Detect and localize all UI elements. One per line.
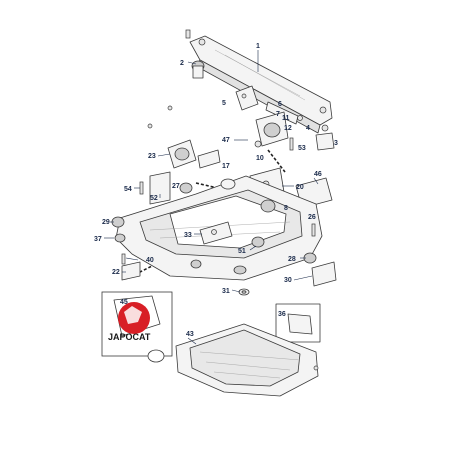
part-bushing-51[interactable] <box>251 236 265 248</box>
part-upper-bushing[interactable] <box>191 60 205 79</box>
part-left-mount-23[interactable] <box>147 105 197 169</box>
part-bolt-54[interactable] <box>139 181 144 195</box>
callout-4: 4 <box>306 125 310 132</box>
callout-23: 23 <box>148 153 156 160</box>
callout-51: 51 <box>238 248 246 255</box>
part-left-bushing-57[interactable] <box>114 233 126 243</box>
part-link-17[interactable] <box>197 149 221 169</box>
callout-29: 29 <box>102 219 110 226</box>
callout-45: 45 <box>120 299 128 306</box>
callout-11: 11 <box>282 115 290 122</box>
part-inset-bracket-36[interactable] <box>275 303 321 343</box>
callout-53: 53 <box>298 145 306 152</box>
part-bushing-8[interactable] <box>260 199 276 213</box>
callout-43: 43 <box>186 331 194 338</box>
part-washer-31[interactable] <box>238 288 250 296</box>
callout-31: 31 <box>222 288 230 295</box>
callout-12: 12 <box>284 125 292 132</box>
callout-1: 1 <box>256 43 260 50</box>
callout-33: 33 <box>184 232 192 239</box>
callout-7: 7 <box>276 111 280 118</box>
callout-47: 47 <box>222 137 230 144</box>
callout-40: 40 <box>146 257 154 264</box>
part-center-link-33[interactable] <box>199 221 233 245</box>
part-bolt-26[interactable] <box>311 223 316 237</box>
part-bushing-27[interactable] <box>179 182 193 194</box>
part-mount-30[interactable] <box>311 261 337 287</box>
callout-52: 52 <box>150 195 158 202</box>
logo-text: JAPOCAT <box>108 332 151 342</box>
callout-26: 26 <box>308 214 316 221</box>
part-engine-mount[interactable] <box>254 111 289 148</box>
callout-3: 3 <box>334 140 338 147</box>
callout-6: 6 <box>278 101 282 108</box>
part-bracket-52[interactable] <box>149 171 171 205</box>
callout-30: 30 <box>284 277 292 284</box>
callout-20: 20 <box>296 184 304 191</box>
callout-27: 27 <box>172 183 180 190</box>
callout-2: 2 <box>180 60 184 67</box>
part-right-mount[interactable] <box>315 124 335 151</box>
guide-line-lower <box>139 261 161 273</box>
part-bolt-40[interactable] <box>121 253 126 265</box>
part-upper-bracket[interactable] <box>235 85 259 111</box>
brand-logo: JAPOCAT <box>108 302 151 342</box>
part-lower-left-mount-22[interactable] <box>121 261 141 281</box>
callouts: 1 2 3 4 5 6 7 10 11 12 17 20 22 23 26 27… <box>94 43 338 345</box>
callout-17: 17 <box>222 163 230 170</box>
part-bolt-53[interactable] <box>289 137 294 151</box>
callout-46: 46 <box>314 171 322 178</box>
callout-36: 36 <box>278 311 286 318</box>
callout-10: 10 <box>256 155 264 162</box>
callout-37: 37 <box>94 236 102 243</box>
callout-5: 5 <box>222 100 226 107</box>
callout-54: 54 <box>124 186 132 193</box>
callout-8: 8 <box>284 205 288 212</box>
part-splash-shield[interactable] <box>175 323 319 397</box>
callout-22: 22 <box>112 269 120 276</box>
callout-28: 28 <box>288 256 296 263</box>
